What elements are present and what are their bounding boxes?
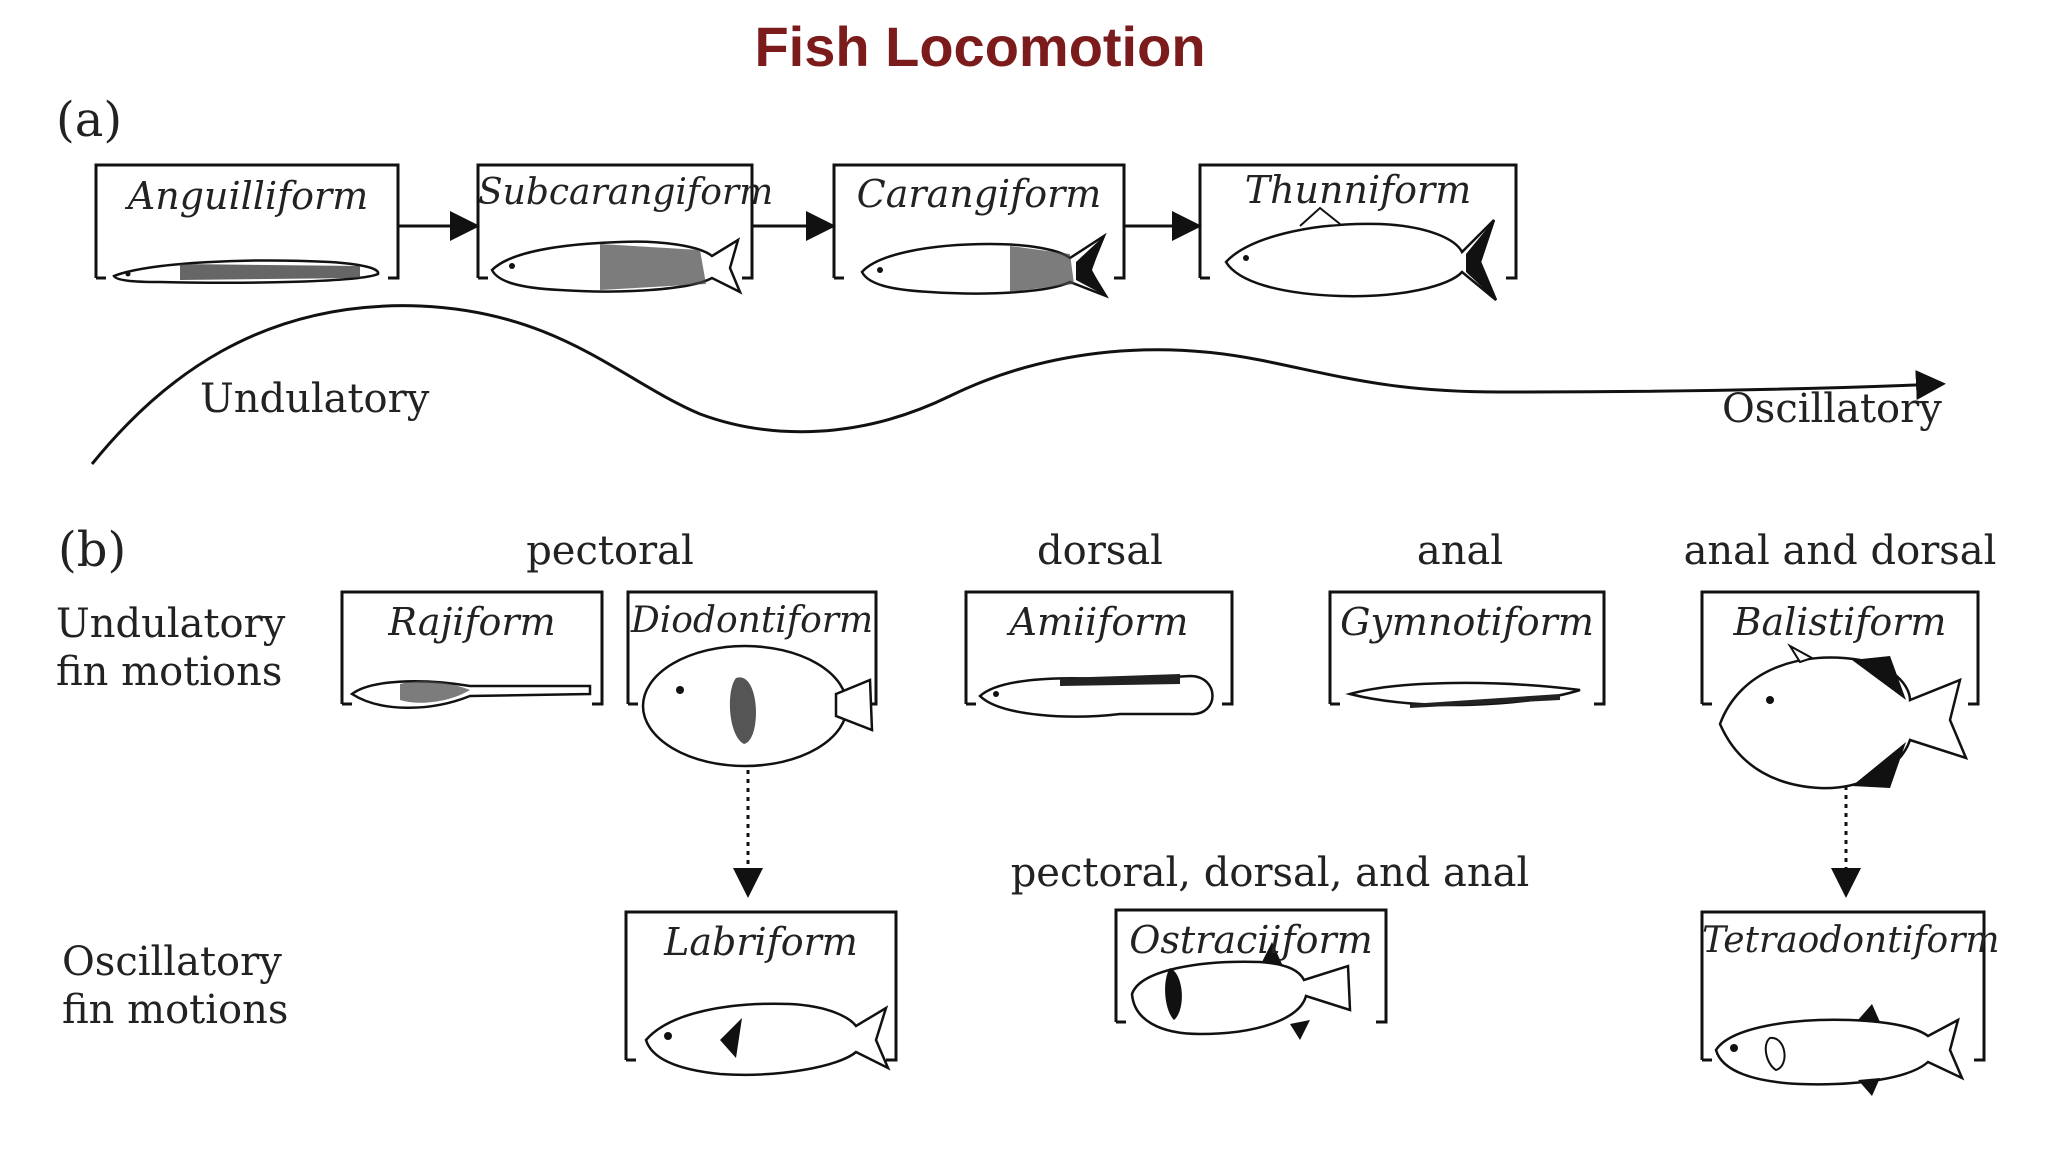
triggerfish-icon — [1718, 643, 1969, 790]
box-labriform — [624, 910, 898, 1062]
oscillatory-fin-label: Oscillatory fin motions — [62, 938, 288, 1034]
mode-thunniform-label: Thunniform — [1244, 168, 1472, 212]
box-rajiform — [340, 590, 604, 706]
mode-gymnotiform-label: Gymnotiform — [1340, 600, 1594, 644]
undulatory-oscillatory-curve — [90, 304, 1946, 465]
box-subcarangiform — [476, 163, 754, 280]
box-gymnotiform — [1328, 590, 1606, 706]
mode-rajiform-label: Rajiform — [388, 600, 556, 644]
thunniform-fish-icon — [1224, 206, 1498, 301]
box-ostraciiform — [1114, 908, 1388, 1024]
oscillatory-fin-label-line1: Oscillatory — [62, 939, 282, 985]
boxfish-icon — [1130, 942, 1352, 1040]
box-thunniform — [1198, 163, 1518, 280]
box-tetraodontiform — [1700, 910, 1986, 1062]
carangiform-fish-icon — [860, 232, 1110, 299]
oscillatory-axis-label: Oscillatory — [1722, 386, 1942, 432]
pufferfish-oscillatory-icon — [1714, 1004, 1965, 1096]
group-pectoral-dorsal-anal: pectoral, dorsal, and anal — [1010, 850, 1530, 896]
group-anal-dorsal: anal and dorsal — [1683, 528, 1997, 574]
group-pectoral: pectoral — [526, 528, 694, 574]
page-title: Fish Locomotion — [754, 15, 1206, 78]
box-amiiform — [964, 590, 1234, 706]
mode-tetraodontiform-label: Tetraodontiform — [1702, 920, 2000, 961]
mode-amiiform-label: Amiiform — [1009, 600, 1189, 644]
mode-labriform-label: Labriform — [664, 920, 858, 964]
bowfin-icon — [978, 674, 1214, 718]
box-diodontiform — [626, 590, 878, 706]
eel-icon — [112, 259, 380, 284]
oscillatory-fin-label-line2: fin motions — [62, 987, 289, 1033]
group-anal: anal — [1416, 528, 1504, 574]
panel-b-label: (b) — [58, 522, 127, 578]
box-balistiform — [1700, 590, 1980, 706]
pufferfish-icon — [641, 644, 874, 768]
mode-balistiform-label: Balistiform — [1733, 600, 1947, 644]
undulatory-fin-label-line1: Undulatory — [56, 601, 286, 647]
panel-a-label: (a) — [56, 92, 123, 148]
mode-subcarangiform-label: Subcarangiform — [478, 172, 774, 213]
mode-carangiform-label: Carangiform — [856, 172, 1102, 216]
box-anguilliform — [94, 163, 400, 280]
undulatory-axis-label: Undulatory — [200, 376, 430, 422]
undulatory-fin-label-line2: fin motions — [56, 649, 283, 695]
mode-ostraciiform-label: Ostraciiform — [1129, 918, 1373, 962]
mode-anguilliform-label: Anguilliform — [127, 174, 369, 218]
mode-diodontiform-label: Diodontiform — [630, 600, 874, 641]
wrasse-icon — [644, 1002, 891, 1076]
knifefish-icon — [1345, 681, 1581, 708]
subcarangiform-fish-icon — [490, 237, 743, 295]
ray-icon — [349, 680, 592, 709]
box-carangiform — [832, 163, 1126, 280]
group-dorsal: dorsal — [1037, 528, 1163, 574]
undulatory-fin-label: Undulatory fin motions — [56, 600, 285, 696]
